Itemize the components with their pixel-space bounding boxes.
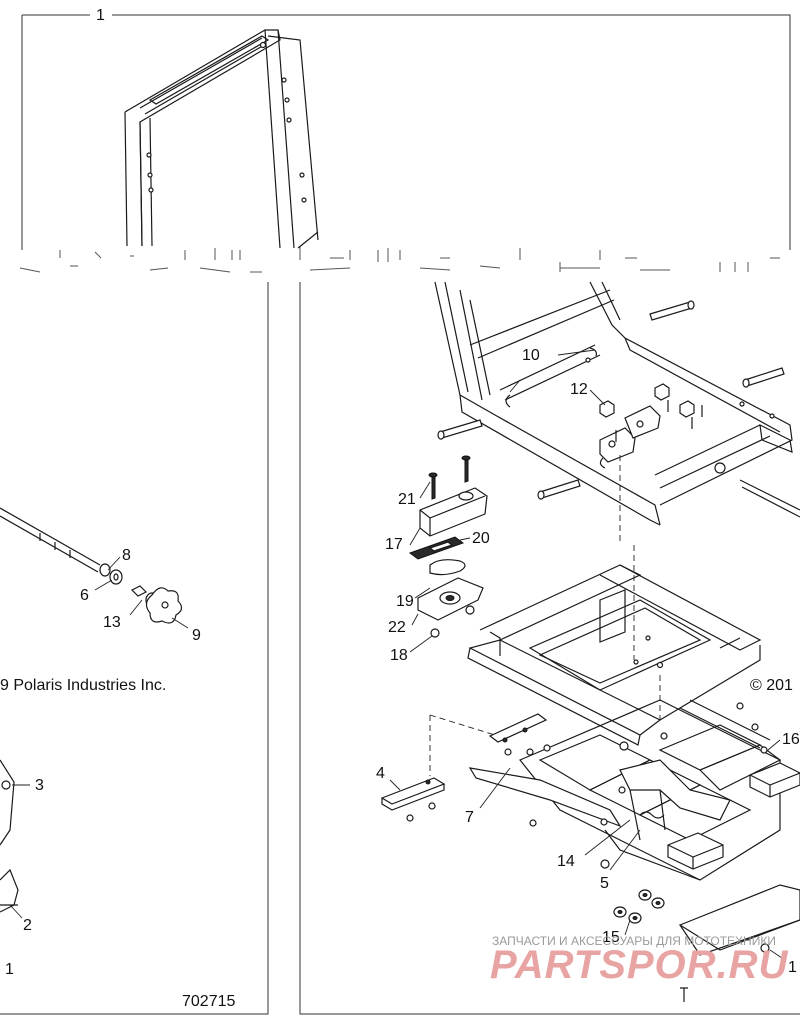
callout-1-left: 1 bbox=[5, 961, 14, 978]
slide-rail bbox=[600, 759, 731, 881]
callout-2: 2 bbox=[23, 917, 32, 934]
leader-lines bbox=[9, 349, 786, 961]
bracket-clips bbox=[599, 383, 703, 463]
callout-15: 15 bbox=[602, 929, 620, 946]
watermark-top-text: ЗАПЧАСТИ И АКСЕССУАРЫ ДЛЯ МОТОТЕХНИКИ bbox=[492, 934, 776, 948]
left-lower-parts bbox=[0, 759, 19, 913]
callout-18: 18 bbox=[390, 647, 408, 664]
callout-17: 17 bbox=[385, 536, 403, 553]
seat-slider-frame bbox=[467, 564, 762, 746]
callout-6: 6 bbox=[80, 587, 89, 604]
callout-1-right: 1 bbox=[788, 959, 797, 976]
callout-21: 21 bbox=[398, 491, 416, 508]
callout-8: 8 bbox=[122, 547, 131, 564]
callout-22: 22 bbox=[388, 619, 406, 636]
seat-back-frame bbox=[124, 29, 319, 249]
callouts: 1 10 12 21 17 20 19 22 18 8 6 13 9 3 2 1… bbox=[5, 7, 800, 978]
callout-5: 5 bbox=[600, 875, 609, 892]
callout-19: 19 bbox=[396, 593, 414, 610]
callout-1-top: 1 bbox=[96, 7, 105, 24]
watermark-brand: PARTSPOR.RU bbox=[490, 943, 789, 987]
adjust-rod-assembly bbox=[0, 507, 183, 624]
callout-3: 3 bbox=[35, 777, 44, 794]
seat-base-frame bbox=[434, 281, 793, 526]
panel-frames bbox=[0, 14, 800, 1015]
scan-noise-band bbox=[19, 246, 780, 273]
callout-20: 20 bbox=[472, 530, 490, 547]
callout-14: 14 bbox=[557, 853, 575, 870]
latch-assembly bbox=[408, 455, 488, 638]
callout-12: 12 bbox=[570, 381, 588, 398]
copyright-left: 9 Polaris Industries Inc. bbox=[0, 677, 166, 694]
nut-group bbox=[613, 889, 665, 924]
callout-7: 7 bbox=[465, 809, 474, 826]
copyright-right: © 201 bbox=[750, 677, 793, 694]
slider-blocks bbox=[619, 699, 800, 870]
mount-brackets bbox=[380, 713, 622, 828]
callout-4: 4 bbox=[376, 765, 385, 782]
callout-10: 10 bbox=[522, 347, 540, 364]
callout-13: 13 bbox=[103, 614, 121, 631]
callout-16: 16 bbox=[782, 731, 800, 748]
frame-pins bbox=[437, 300, 800, 518]
figure-number: 702715 bbox=[182, 993, 235, 1010]
bottom-plate bbox=[678, 884, 800, 1002]
callout-9: 9 bbox=[192, 627, 201, 644]
centre-lines bbox=[429, 455, 661, 776]
